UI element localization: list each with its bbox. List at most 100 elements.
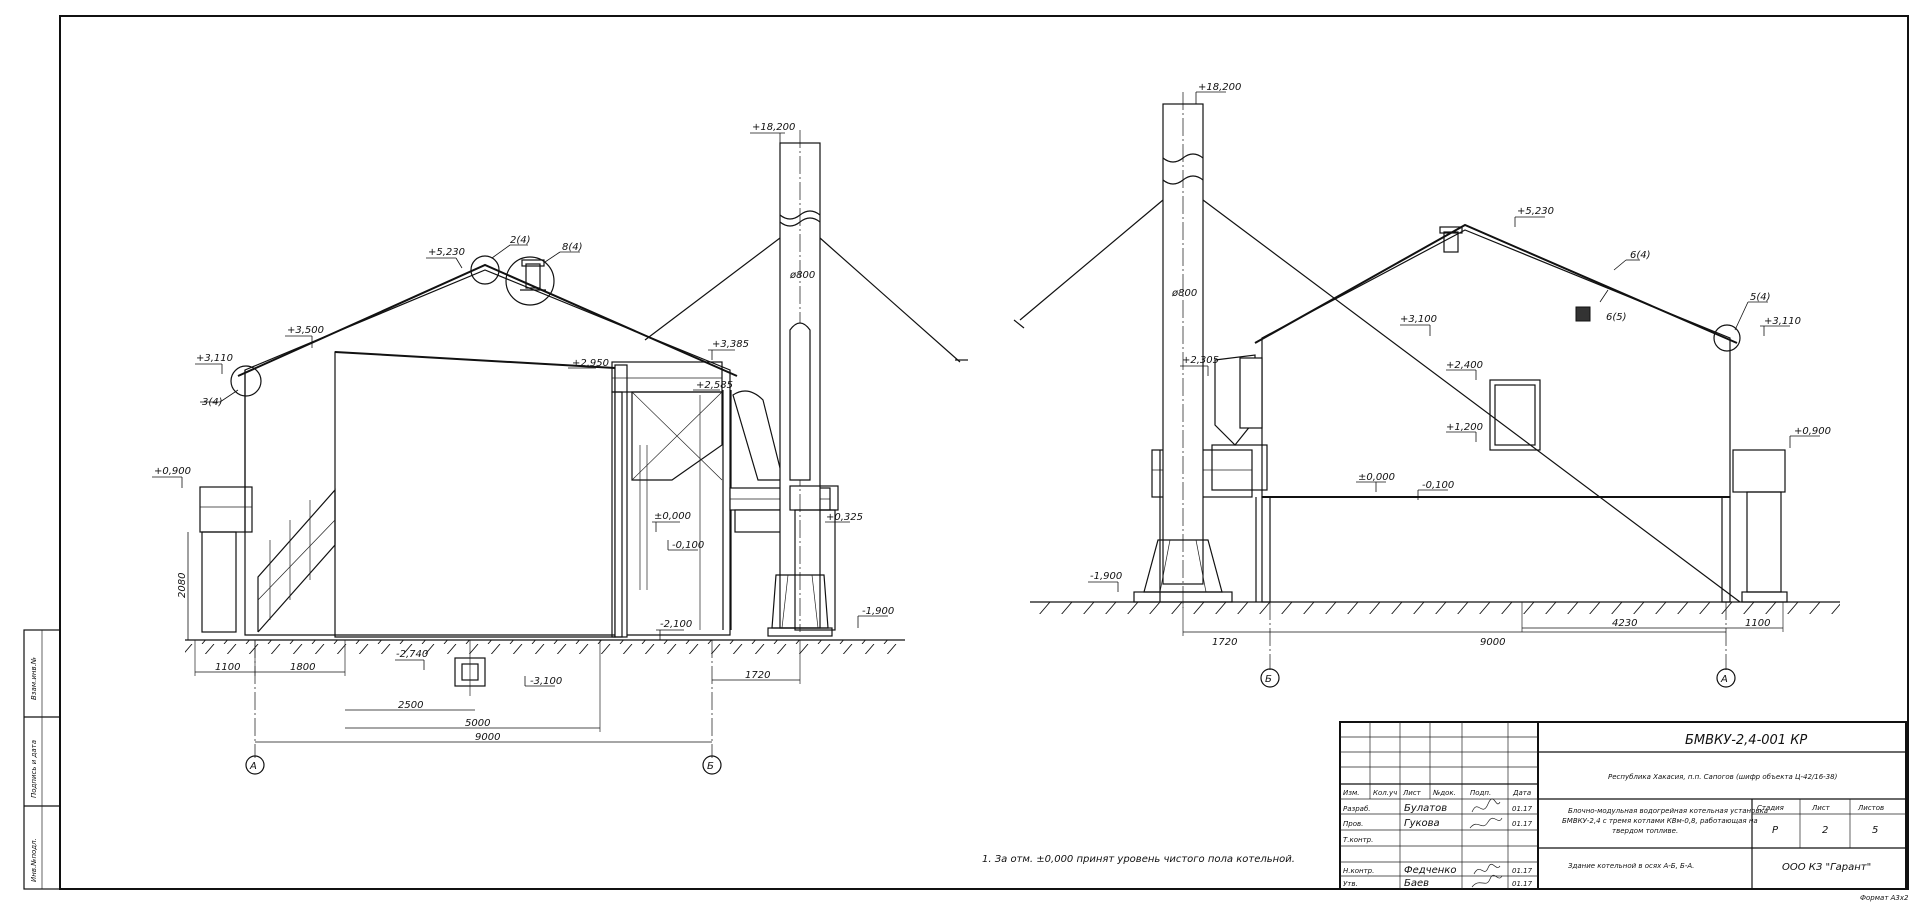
stamp-inv-label: Инв.№подл. [30, 838, 38, 882]
elev-left-minus21: -2,100 [660, 619, 692, 630]
tb-date-4: 01.17 [1512, 867, 1533, 875]
axis-a-left: А [249, 761, 257, 772]
tb-format: Формат А3х2 [1860, 894, 1909, 902]
elev-left-eave-low: +3,500 [287, 325, 324, 336]
dim-1800: 1800 [290, 662, 315, 673]
elev-left-ridge: +5,230 [428, 247, 465, 258]
tb-name-1: Гукова [1404, 818, 1440, 829]
axis-a-right: А [1720, 674, 1728, 685]
elev-left-0325: +0,325 [826, 512, 863, 523]
tb-object-line-3: твердом топливе. [1612, 827, 1678, 835]
tb-role-4: Н.контр. [1343, 867, 1374, 875]
right-elevation-marks: +18,200 +5,230 +3,110 +3,100 +2,305 +2,4… [1088, 82, 1831, 592]
dim-2080: 2080 [177, 573, 188, 598]
callout-6-4: 6(4) [1630, 250, 1651, 261]
tb-object-line-1: Блочно-модульная водогрейная котельная у… [1568, 807, 1768, 815]
left-stack-diameter: ø800 [789, 270, 815, 281]
left-dimensions: 1100 1800 2500 5000 9000 1720 2080 [177, 532, 801, 743]
tb-header-koluch: Кол.уч [1373, 789, 1397, 797]
sheet-frame: Взам.инв.№ Подпись и дата Инв.№подл. [23, 15, 1909, 890]
tb-role-5: Утв. [1343, 880, 1358, 888]
elev-right-stack-top: +18,200 [1198, 82, 1241, 93]
stamp-vz-label: Взам.инв.№ [30, 657, 38, 700]
elev-left-minus274: -2,740 [396, 649, 428, 660]
elev-left-stack-top: +18,200 [752, 122, 795, 133]
elev-left-zero: ±0,000 [654, 511, 691, 522]
tb-sheet-title: Здание котельной в осях А-Б, Б-А. [1568, 862, 1694, 870]
right-callouts: 6(5) 6(4) 5(4) [1599, 250, 1771, 331]
stamp-sign-label: Подпись и дата [30, 740, 38, 798]
tb-sheet-label: Лист [1811, 804, 1831, 812]
axis-b-left: Б [707, 761, 714, 772]
elev-left-eave-left: +3,110 [196, 353, 233, 364]
callout-2-4: 2(4) [510, 235, 531, 246]
dim-9000-left: 9000 [475, 732, 500, 743]
elev-left-upper-right: +3,385 [712, 339, 749, 350]
tb-company: ООО КЗ "Гарант" [1782, 862, 1871, 873]
tb-object-line-2: БМВКУ-2,4 с тремя котлами КВм-0,8, работ… [1562, 817, 1758, 825]
tb-stage-label: Стадия [1757, 804, 1784, 812]
signature-0 [1471, 798, 1501, 813]
title-block: Изм. Кол.уч Лист №док. Подп. Дата Разраб… [1339, 721, 1909, 902]
tb-sheets-label: Листов [1857, 804, 1884, 812]
callout-6-5: 6(5) [1606, 312, 1627, 323]
elev-left-canopy: +2,950 [572, 358, 609, 369]
right-stack-diameter: ø800 [1171, 288, 1197, 299]
callout-3-4: 3(4) [202, 397, 223, 408]
tb-sheets-value: 5 [1872, 825, 1878, 836]
axis-b-right: Б [1265, 674, 1272, 685]
dim-1720-left: 1720 [745, 670, 770, 681]
signature-4 [1473, 863, 1501, 875]
tb-header-podp: Подп. [1470, 789, 1491, 797]
tb-header-data: Дата [1512, 789, 1531, 797]
elev-right-minus19: -1,900 [1090, 571, 1122, 582]
elev-right-upper: +3,100 [1400, 314, 1437, 325]
callout-8-4: 8(4) [562, 242, 583, 253]
tb-stage-value: Р [1772, 825, 1779, 836]
elev-right-zero: ±0,000 [1358, 472, 1395, 483]
dim-9000-right: 9000 [1480, 637, 1505, 648]
elev-right-platform: +0,900 [1794, 426, 1831, 437]
dim-4230: 4230 [1612, 618, 1637, 629]
callout-5-4: 5(4) [1750, 292, 1771, 303]
tb-name-0: Булатов [1404, 803, 1447, 814]
left-callouts: 2(4) 8(4) 3(4) [200, 235, 583, 408]
elev-left-minus31: -3,100 [530, 676, 562, 687]
dim-1100-left: 1100 [215, 662, 240, 673]
elev-left-mid-right: +2,585 [696, 380, 733, 391]
tb-role-0: Разраб. [1343, 805, 1371, 813]
tb-name-4: Федченко [1404, 865, 1456, 876]
elev-right-eave-right: +3,110 [1764, 316, 1801, 327]
tb-location: Республика Хакасия, п.п. Сапогов (шифр о… [1608, 773, 1838, 781]
elev-right-cyclone: +2,305 [1182, 355, 1219, 366]
elev-left-platform: +0,900 [154, 466, 191, 477]
dim-5000: 5000 [465, 718, 490, 729]
elev-right-window-bottom: +1,200 [1446, 422, 1483, 433]
dim-1720-right: 1720 [1212, 637, 1237, 648]
right-dimensions: 1720 9000 4230 1100 [1182, 602, 1784, 648]
general-note: 1. За отм. ±0,000 принят уровень чистого… [982, 854, 1295, 865]
elev-right-ridge: +5,230 [1517, 206, 1554, 217]
dim-2500: 2500 [398, 700, 423, 711]
tb-header-izm: Изм. [1343, 789, 1359, 797]
tb-name-5: Баев [1404, 878, 1429, 889]
left-elevation: А Б 1100 1800 2500 5000 9000 1720 2080 [152, 122, 968, 775]
tb-date-1: 01.17 [1512, 820, 1533, 828]
elev-left-minus19: -1,900 [862, 606, 894, 617]
elev-left-minus01: -0,100 [672, 540, 704, 551]
dim-1100-right: 1100 [1745, 618, 1770, 629]
tb-document-code: БМВКУ-2,4-001 КР [1685, 733, 1807, 748]
tb-role-1: Пров. [1343, 820, 1363, 828]
tb-role-2: Т.контр. [1343, 836, 1373, 844]
tb-date-0: 01.17 [1512, 805, 1533, 813]
tb-sheet-value: 2 [1822, 825, 1828, 836]
signature-5 [1471, 874, 1503, 888]
elev-right-minus01: -0,100 [1422, 480, 1454, 491]
right-elevation: Б А 1720 9000 4230 1100 +18,200 +5,230 +… [1013, 82, 1840, 688]
tb-header-ndok: №док. [1432, 789, 1456, 797]
tb-date-5: 01.17 [1512, 880, 1533, 888]
tb-header-list: Лист [1402, 789, 1422, 797]
left-elevation-marks: +18,200 +5,230 +3,500 +3,110 +2,950 +3,3… [152, 122, 894, 687]
signature-1 [1469, 817, 1503, 829]
